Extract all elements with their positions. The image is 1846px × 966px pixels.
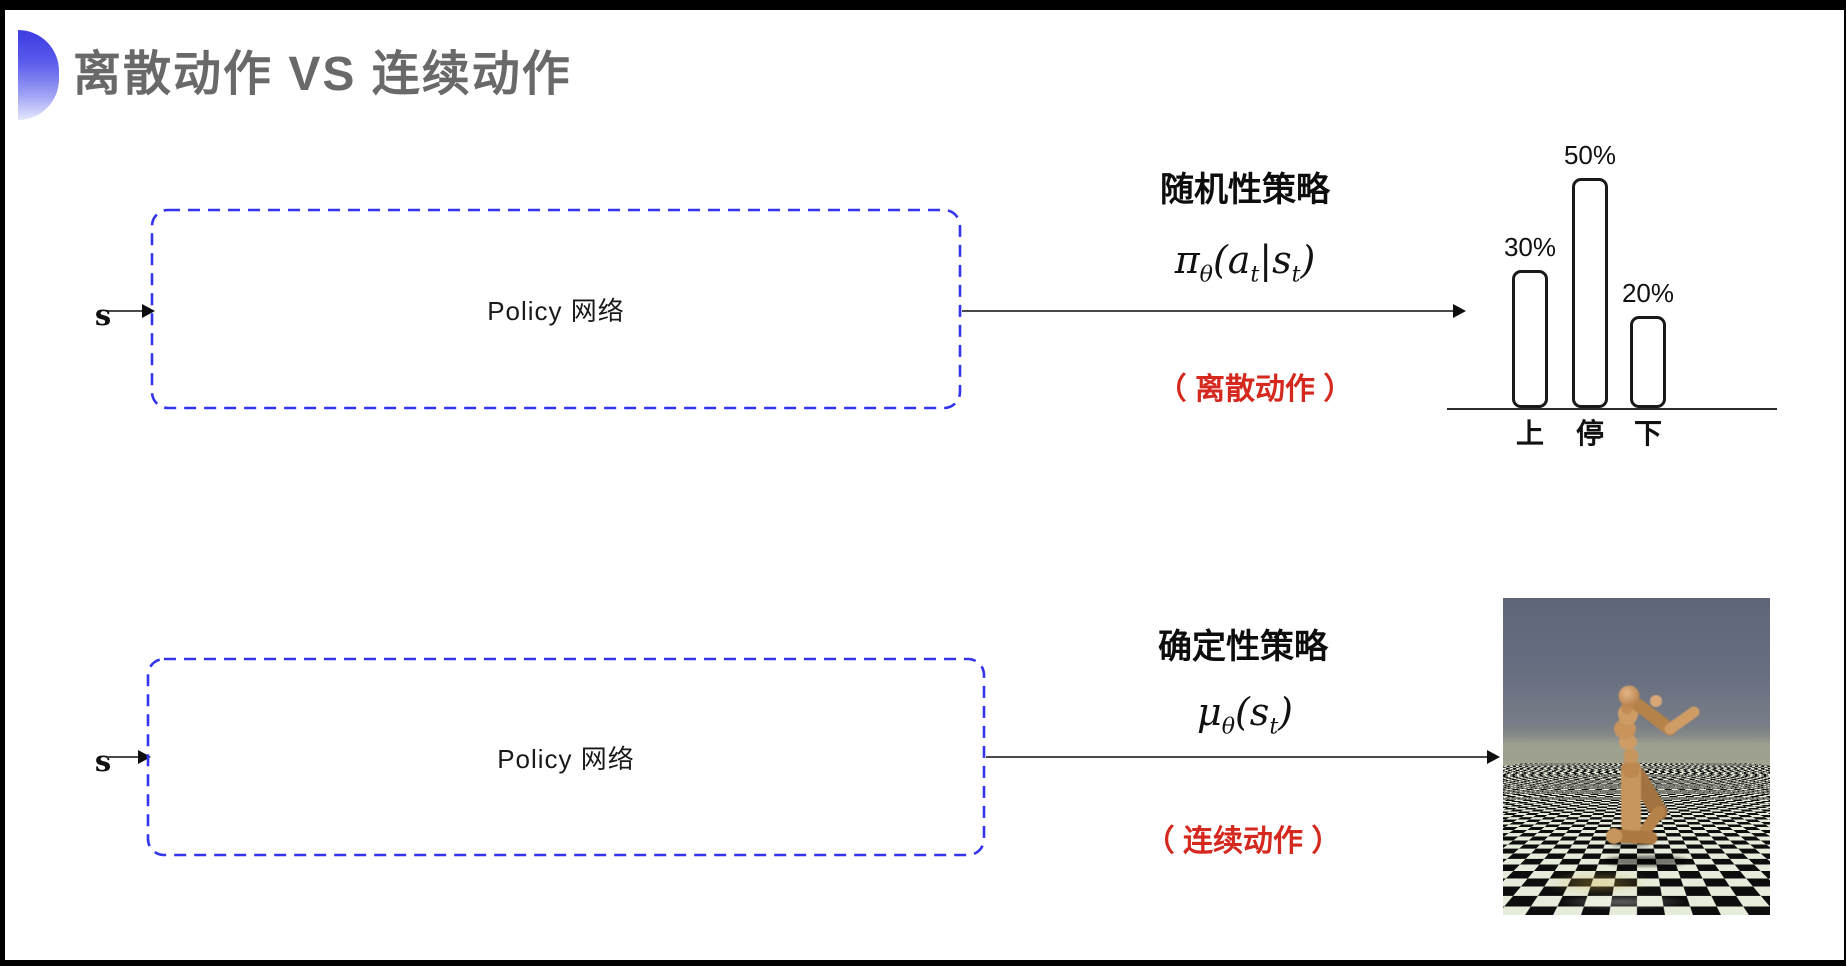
formula-subscript: t — [1250, 262, 1260, 288]
policy-type-label: 确定性策略 — [1158, 628, 1328, 666]
output-arrow — [986, 750, 1500, 764]
formula-symbol: a — [1227, 238, 1251, 282]
dashed-border — [146, 657, 986, 857]
policy-type-label: 随机性策略 — [1160, 171, 1330, 209]
formula-symbol: ( — [1212, 238, 1228, 282]
formula-symbol: s — [1272, 238, 1292, 282]
state-input-label: s — [94, 298, 112, 332]
prob-value-label: 50% — [1563, 140, 1617, 170]
discrete-action-note: （ 离散动作 ） — [1156, 373, 1354, 406]
formula-subscript: t — [1291, 262, 1301, 288]
prob-value-label: 20% — [1621, 278, 1675, 308]
dashed-border — [150, 208, 962, 410]
formula-symbol: ) — [1300, 238, 1316, 282]
formula-subscript: θ — [1199, 262, 1213, 288]
formula-symbol: π — [1174, 238, 1200, 282]
prob-bar — [1630, 316, 1666, 408]
policy-network-box: Policy 网络 — [146, 657, 986, 857]
humanoid-robot — [1604, 685, 1700, 867]
policy-box-label: Policy 网络 — [497, 743, 635, 774]
policy-network-box: Policy 网络 — [150, 208, 962, 410]
prob-value-label: 30% — [1503, 232, 1557, 262]
action-category-label: 上 — [1515, 418, 1544, 449]
prob-bar — [1512, 270, 1548, 408]
chart-baseline — [1447, 408, 1777, 410]
title-accent-shape — [18, 30, 59, 120]
humanoid-simulation-image — [1503, 598, 1770, 915]
output-arrow — [962, 304, 1466, 318]
formula-subscript: t — [1269, 714, 1279, 740]
formula-symbol: μ — [1197, 690, 1222, 734]
floor-reflection — [1558, 894, 1688, 910]
deterministic-policy-formula: μθ(st) — [1085, 690, 1405, 740]
continuous-action-note: （ 连续动作 ） — [1144, 825, 1342, 858]
formula-symbol: s — [1249, 690, 1270, 734]
formula-symbol: | — [1259, 238, 1273, 282]
action-category-label: 下 — [1633, 418, 1662, 449]
slide-title: 离散动作 VS 连续动作 — [73, 48, 572, 101]
policy-box-label: Policy 网络 — [487, 295, 625, 326]
action-probability-chart: 30% 上 50% 停 20% 下 — [1447, 120, 1777, 460]
formula-symbol: ( — [1234, 690, 1250, 734]
stochastic-policy-formula: πθ(at|st) — [1085, 238, 1405, 288]
action-category-label: 停 — [1575, 418, 1604, 449]
floor-reflection — [1543, 870, 1653, 896]
formula-symbol: ) — [1278, 690, 1293, 734]
slide: 离散动作 VS 连续动作 s Policy 网络 随机性策略 πθ(at|st)… — [5, 10, 1844, 960]
prob-bar — [1572, 178, 1608, 408]
input-arrow — [109, 304, 155, 318]
input-arrow — [107, 750, 151, 764]
formula-subscript: θ — [1221, 714, 1235, 740]
state-input-label: s — [94, 744, 112, 778]
